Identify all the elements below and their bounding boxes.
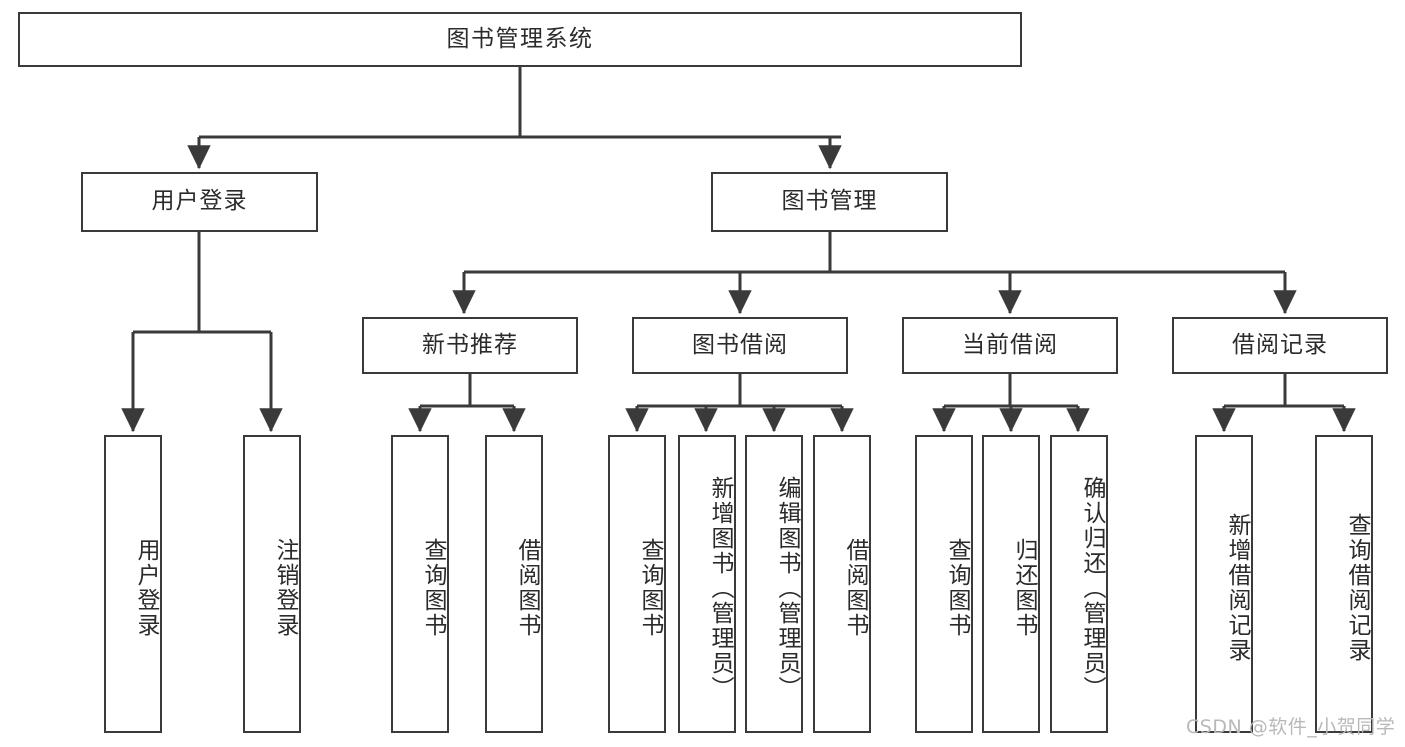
node-borrow-record[interactable]: 借阅记录 [1172,317,1388,374]
node-label: 新增借阅记录 [1224,513,1250,663]
leaf-borrow-book-recommend[interactable]: 借阅图书 [485,435,543,733]
leaf-add-book-admin[interactable]: 新增图书（管理员） [678,435,736,733]
node-label: 查询图书 [420,538,446,638]
leaf-query-borrow-record[interactable]: 查询借阅记录 [1315,435,1373,733]
node-root-book-management-system[interactable]: 图书管理系统 [18,12,1022,67]
node-label: 新增图书（管理员） [707,475,733,701]
node-book-management[interactable]: 图书管理 [711,172,948,232]
node-label: 图书借阅 [692,331,788,358]
leaf-return-book[interactable]: 归还图书 [982,435,1040,733]
leaf-query-book-current[interactable]: 查询图书 [915,435,973,733]
leaf-logout-login[interactable]: 注销登录 [243,435,301,733]
node-label: 借阅图书 [842,538,868,638]
node-label: 查询图书 [637,538,663,638]
node-label: 用户登录 [133,538,159,638]
watermark: CSDN @软件_小贺同学 [1186,716,1396,738]
leaf-user-login[interactable]: 用户登录 [104,435,162,733]
node-label: 借阅图书 [514,538,540,638]
node-user-login[interactable]: 用户登录 [81,172,318,232]
node-label: 归还图书 [1011,538,1037,638]
node-label: 图书管理系统 [446,25,594,52]
node-label: 当前借阅 [962,331,1058,358]
leaf-query-book-borrow[interactable]: 查询图书 [608,435,666,733]
node-label: 用户登录 [151,188,248,215]
node-label: 借阅记录 [1232,331,1328,358]
node-current-borrow[interactable]: 当前借阅 [902,317,1118,374]
leaf-borrow-book-borrow[interactable]: 借阅图书 [813,435,871,733]
node-label: 查询借阅记录 [1344,513,1370,663]
leaf-query-book-recommend[interactable]: 查询图书 [391,435,449,733]
node-label: 查询图书 [944,538,970,638]
leaf-edit-book-admin[interactable]: 编辑图书（管理员） [745,435,803,733]
node-new-book-recommend[interactable]: 新书推荐 [362,317,578,374]
node-label: 图书管理 [781,188,878,215]
leaf-confirm-return-admin[interactable]: 确认归还（管理员） [1050,435,1108,733]
node-label: 确认归还（管理员） [1079,475,1105,701]
node-label: 新书推荐 [422,331,518,358]
node-label: 编辑图书（管理员） [774,475,800,701]
node-book-borrow[interactable]: 图书借阅 [632,317,848,374]
node-label: 注销登录 [272,538,298,638]
leaf-add-borrow-record[interactable]: 新增借阅记录 [1195,435,1253,733]
